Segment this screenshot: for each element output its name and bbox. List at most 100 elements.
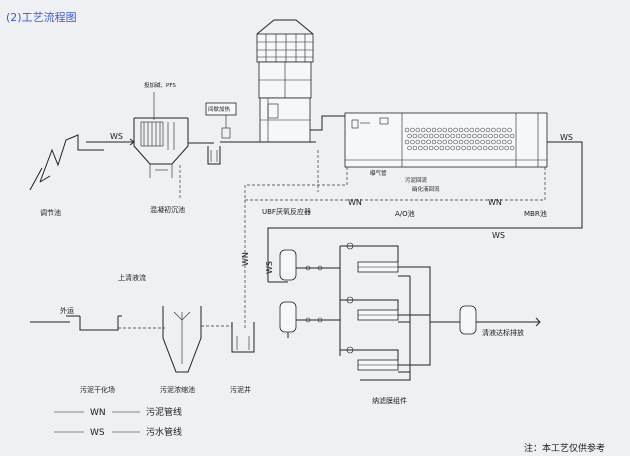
legend-code-ws: WS [90, 428, 105, 438]
media-bead [418, 145, 423, 151]
legend-code-wn: WN [90, 408, 106, 418]
media-bead [477, 145, 482, 151]
sludge-well [231, 322, 255, 353]
media-bead [482, 145, 488, 151]
media-bead [493, 133, 499, 139]
ws-code-3: WS [265, 261, 274, 274]
wn-code-2: WN [488, 198, 502, 207]
nf-membrane-assembly [268, 242, 460, 381]
media-bead [466, 133, 472, 139]
regulating-pool [29, 134, 104, 191]
label-sludge-well: 污泥井 [230, 385, 251, 394]
media-bead [415, 127, 421, 133]
label-ubf-reactor: UBF厌氧反应器 [262, 207, 311, 216]
media-bead [488, 133, 493, 139]
sludge-reflux-note: 污泥回流 [405, 176, 428, 184]
ws-code-1: WS [110, 132, 123, 141]
media-bead [439, 145, 445, 151]
label-regulating-pool: 调节池 [40, 208, 61, 217]
media-bead [431, 139, 437, 145]
media-bead [493, 145, 499, 151]
media-bead [499, 133, 504, 139]
media-bead [445, 133, 450, 139]
media-bead [410, 139, 415, 145]
label-outward: 外运 [60, 306, 74, 315]
media-bead [504, 145, 509, 151]
media-bead [423, 133, 428, 139]
media-bead [461, 145, 466, 151]
media-bead [509, 133, 515, 139]
aeration-pipe-note: 曝气管 [370, 169, 387, 177]
media-bead [437, 127, 442, 133]
label-supernatant: 上清液流 [118, 273, 146, 282]
heating-label: 间歇加热 [208, 105, 231, 113]
media-bead [477, 133, 482, 139]
ws-code-2: WS [492, 231, 505, 240]
sludge-thickener [162, 306, 202, 373]
media-bead [491, 139, 496, 145]
media-bead [474, 139, 480, 145]
media-bead [480, 127, 485, 133]
media-bead [428, 133, 434, 139]
media-bead [404, 139, 410, 145]
media-bead [496, 127, 502, 133]
media-bead [485, 139, 491, 145]
media-bead [496, 139, 502, 145]
media-bead [504, 133, 509, 139]
media-bead [472, 133, 477, 139]
footnote: 注：本工艺仅供参考 [524, 442, 605, 454]
media-bead [412, 145, 418, 151]
media-bead [434, 133, 439, 139]
media-bead [501, 127, 507, 133]
clear-water-tank [459, 305, 541, 335]
dosing-label: 投加碱、PFS [144, 81, 176, 89]
media-bead [509, 145, 515, 151]
legend-label-wn: 污泥管线 [146, 406, 182, 418]
media-bead [426, 127, 431, 133]
ws-code-mbr: WS [560, 133, 573, 142]
media-bead [420, 139, 426, 145]
ubf-reactor [256, 19, 316, 143]
media-bead [488, 145, 493, 151]
media-bead [464, 139, 469, 145]
media-bead [426, 139, 431, 145]
media-bead [491, 127, 496, 133]
media-bead [415, 139, 421, 145]
media-bead [410, 127, 415, 133]
media-bead [445, 145, 450, 151]
ao-mbr-tank: 曝气管 污泥回流 硝化液回流 [344, 112, 548, 193]
media-bead [453, 139, 458, 145]
media-bead [442, 127, 448, 133]
wn-code-1: WN [348, 198, 362, 207]
sludge-drying-field: 外运 [30, 306, 122, 331]
heating-unit: 间歇加热 [205, 102, 237, 139]
ws-line-regulating-to-coag: WS [86, 132, 135, 146]
label-ao-pool: A/O池 [395, 209, 415, 218]
label-coag-sediment: 混凝初沉池 [150, 205, 185, 214]
wn-return-lines: WN WN WN [179, 150, 546, 330]
media-bead [453, 127, 458, 133]
label-nf-assembly: 纳滤膜组件 [372, 396, 407, 405]
media-bead [469, 139, 475, 145]
media-bead [431, 127, 437, 133]
nitrate-backflow-note: 硝化液回流 [412, 185, 440, 193]
small-sump [207, 146, 221, 165]
media-bead [501, 139, 507, 145]
media-bead [404, 127, 410, 133]
media-bead [507, 127, 512, 133]
media-bead [482, 133, 488, 139]
media-bead [439, 133, 445, 139]
label-sludge-thickener: 污泥浓缩池 [160, 385, 195, 394]
media-bead [423, 145, 428, 151]
media-bead [474, 127, 480, 133]
media-bead [461, 133, 466, 139]
media-bead [450, 133, 455, 139]
media-bead [480, 139, 485, 145]
media-bead [458, 127, 464, 133]
media-bead [447, 139, 453, 145]
media-bead [499, 145, 504, 151]
media-bead [420, 127, 426, 133]
media-bead [447, 127, 453, 133]
media-bead [466, 145, 472, 151]
